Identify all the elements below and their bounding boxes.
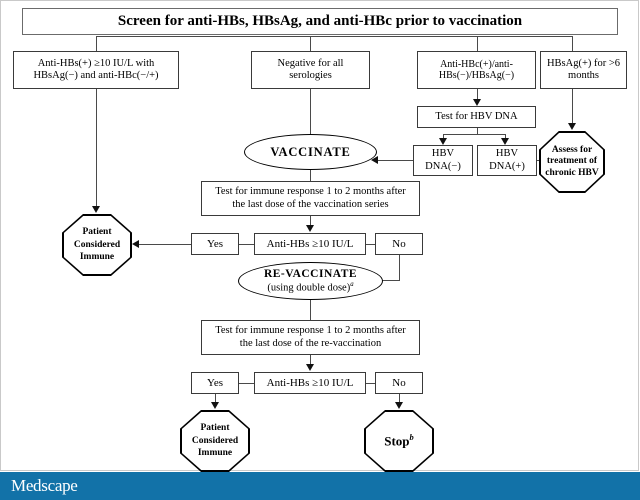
node-hbsag-positive-label: HBsAg(+) for >6 months	[546, 57, 621, 81]
connector-title-to-branch4	[572, 36, 574, 51]
connector-no1-left	[377, 280, 400, 282]
node-patient-immune-2-label: Patient Considered Immune	[191, 422, 239, 459]
node-decision-1-label: Anti-HBs ≥10 IU/L	[266, 237, 354, 250]
arrowhead-test2-to-decision2	[305, 364, 314, 371]
connector-decision1-to-no1	[366, 244, 375, 246]
node-patient-immune-1-label: Patient Considered Immune	[73, 226, 121, 263]
node-vaccinate-label: VACCINATE	[270, 144, 351, 159]
connector-yes1-to-immune1	[139, 244, 191, 246]
connector-title-bus	[96, 36, 572, 38]
node-hbv-dna-negative: HBV DNA(−)	[413, 145, 473, 176]
connector-decision2-to-no2	[366, 383, 375, 385]
node-stop-text: Stop	[384, 433, 410, 449]
node-decision-2: Anti-HBs ≥10 IU/L	[254, 372, 366, 394]
node-antihbs-positive: Anti-HBs(+) ≥10 IU/L with HBsAg(−) and a…	[13, 51, 179, 89]
connector-test2-to-decision2	[310, 355, 312, 366]
connector-decision2-to-yes2	[239, 383, 254, 385]
connector-title-to-branch2	[310, 36, 312, 51]
footer-bar	[0, 472, 640, 500]
connector-antihbs-to-immune1	[96, 89, 98, 208]
node-hbsag-positive: HBsAg(+) for >6 months	[540, 51, 627, 89]
node-no-2-label: No	[392, 376, 406, 389]
octagon-fill: Assess for treatment of chronic HBV	[540, 132, 604, 192]
node-no-1-label: No	[392, 237, 406, 250]
arrowhead-yes1-to-immune1	[132, 239, 139, 248]
node-no-2: No	[375, 372, 423, 394]
node-vaccinate: VACCINATE	[244, 134, 377, 170]
node-yes-2-label: Yes	[206, 376, 223, 389]
arrowhead-to-hbvdna-pos	[500, 138, 509, 145]
connector-testdna-down	[477, 128, 479, 134]
node-decision-1: Anti-HBs ≥10 IU/L	[254, 233, 366, 255]
node-patient-immune-1: Patient Considered Immune	[62, 214, 132, 276]
connector-revaccinate-to-test2	[310, 300, 312, 320]
arrowhead-hbsag-to-assess	[567, 123, 576, 130]
node-test-response-1: Test for immune response 1 to 2 months a…	[201, 181, 420, 216]
arrowhead-antihbc-to-testdna	[472, 99, 481, 106]
connector-vaccinate-to-test1	[310, 170, 312, 181]
node-yes-2: Yes	[191, 372, 239, 394]
node-revaccinate-label: RE-VACCINATE	[263, 267, 358, 280]
connector-yes2-down	[215, 394, 217, 404]
node-yes-1-label: Yes	[206, 237, 223, 250]
connector-testdna-to-pos	[505, 134, 507, 140]
node-antihbs-positive-label: Anti-HBs(+) ≥10 IU/L with HBsAg(−) and a…	[33, 57, 159, 81]
node-assess-chronic-hbv-label: Assess for treatment of chronic HBV	[545, 144, 599, 178]
node-hbv-dna-positive: HBV DNA(+)	[477, 145, 537, 176]
connector-title-to-branch1	[96, 36, 98, 51]
node-patient-immune-2: Patient Considered Immune	[180, 410, 250, 472]
node-no-1: No	[375, 233, 423, 255]
connector-negative-to-vaccinate	[310, 89, 312, 135]
octagon-fill: Patient Considered Immune	[181, 411, 249, 471]
node-decision-2-label: Anti-HBs ≥10 IU/L	[266, 376, 354, 389]
node-yes-1: Yes	[191, 233, 239, 255]
arrowhead-yes2-to-immune2	[210, 402, 219, 409]
node-hbv-dna-positive-label: HBV DNA(+)	[489, 148, 525, 172]
node-stop-label: Stopb	[384, 432, 414, 449]
arrowhead-hbvdnaneg-to-vaccinate	[371, 155, 378, 164]
medscape-logo: Medscape	[11, 476, 78, 495]
node-test-response-1-label: Test for immune response 1 to 2 months a…	[215, 186, 406, 210]
screen-title-box: Screen for anti-HBs, HBsAg, and anti-HBc…	[22, 8, 618, 35]
footnote-marker-a: a	[350, 280, 354, 288]
arrowhead-no2-to-stop	[394, 402, 403, 409]
page-title: Screen for anti-HBs, HBsAg, and anti-HBc…	[117, 12, 523, 29]
connector-decision1-to-yes1	[239, 244, 254, 246]
octagon-fill: Patient Considered Immune	[63, 215, 131, 275]
connector-testdna-split	[443, 134, 505, 136]
node-hbv-dna-negative-label: HBV DNA(−)	[425, 148, 461, 172]
connector-hbsag-to-assess	[572, 89, 574, 125]
connector-antihbc-to-testdna	[477, 89, 479, 101]
node-assess-chronic-hbv: Assess for treatment of chronic HBV	[539, 131, 605, 193]
node-test-hbv-dna: Test for HBV DNA	[417, 106, 536, 128]
node-negative-all-label: Negative for all serologies	[277, 57, 344, 81]
connector-no2-down	[399, 394, 401, 404]
connector-title-to-branch3	[477, 36, 479, 51]
octagon-fill: Stopb	[365, 411, 433, 471]
node-antihbc-positive: Anti-HBc(+)/anti-HBs(−)/HBsAg(−)	[417, 51, 536, 89]
arrowhead-to-hbvdna-neg	[438, 138, 447, 145]
connector-hbvdnaneg-to-vaccinate	[378, 160, 413, 162]
node-test-hbv-dna-label: Test for HBV DNA	[435, 110, 518, 122]
connector-testdna-to-neg	[443, 134, 445, 140]
arrowhead-antihbs-to-immune1	[91, 206, 100, 213]
footnote-marker-b: b	[409, 432, 414, 443]
node-test-response-2-label: Test for immune response 1 to 2 months a…	[215, 325, 406, 349]
node-antihbc-positive-label: Anti-HBc(+)/anti-HBs(−)/HBsAg(−)	[438, 58, 515, 82]
arrowhead-test1-to-decision1	[305, 225, 314, 232]
connector-test1-to-decision1	[310, 216, 312, 227]
node-negative-all-serologies: Negative for all serologies	[251, 51, 370, 89]
node-revaccinate: RE-VACCINATE (using double dose)a	[238, 262, 383, 300]
connector-no1-down	[399, 255, 401, 280]
node-revaccinate-sublabel-text: (using double dose)	[267, 282, 351, 294]
node-test-response-2: Test for immune response 1 to 2 months a…	[201, 320, 420, 355]
node-revaccinate-sublabel: (using double dose)a	[267, 281, 353, 295]
node-stop: Stopb	[364, 410, 434, 472]
